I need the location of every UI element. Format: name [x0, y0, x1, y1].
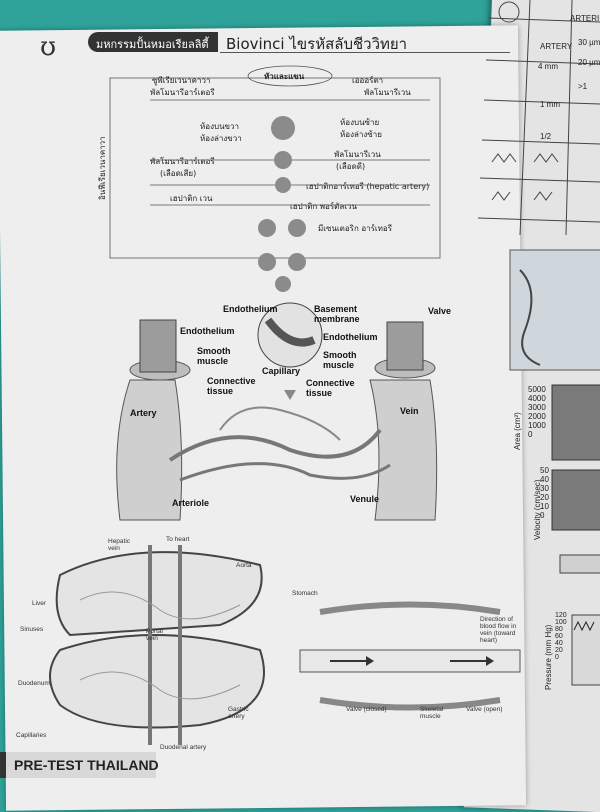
right-val-20: 20 µm: [578, 58, 600, 67]
pressure-tick: 40: [555, 640, 563, 647]
valve-closed-label: Valve (closed): [346, 706, 387, 713]
pressure-tick: 100: [555, 619, 567, 626]
velocity-tick: 10: [540, 502, 549, 511]
skeletal-muscle-label: Skeletal muscle: [420, 706, 444, 720]
hepatic-vein-label: เฮปาติก เวน: [170, 194, 213, 203]
footer-text: PRE-TEST THAILAND: [14, 757, 159, 773]
velocity-tick: 0: [540, 511, 545, 520]
pressure-tick: 120: [555, 612, 567, 619]
endothelium-top-label: Endothelium: [223, 304, 278, 314]
page-title: Biovinci ไขรหัสลับชีววิทยา: [226, 35, 408, 53]
header-divider: [220, 52, 510, 53]
pressure-axis-label: Pressure (mm Hg): [544, 624, 553, 690]
right-table: [477, 0, 600, 236]
capillaries-label: Capillaries: [16, 732, 47, 739]
vessel-illustration: [116, 302, 438, 521]
area-tick: 4000: [528, 394, 546, 403]
left-ventricle-label: ห้องล่างซ้าย: [340, 130, 382, 139]
area-tick: 5000: [528, 385, 546, 394]
logo-icon: ʊ: [40, 32, 57, 62]
aorta-label: เอออร์ตา: [352, 76, 384, 85]
area-ticks: 5000 4000 3000 2000 1000 0: [528, 385, 546, 439]
velocity-ticks: 50 40 30 20 10 0: [540, 466, 549, 520]
portal-vein-label: Portal vein: [146, 628, 163, 642]
duodenum-label: Duodenum: [18, 680, 50, 687]
header-bar: [88, 32, 218, 52]
endothelium-right-label: Endothelium: [323, 332, 378, 342]
area-tick: 0: [528, 430, 533, 439]
header-tag: มหกรรมปั้นหมอเรียลลิตี้: [96, 38, 209, 51]
aorta-liver-label: Aorta: [236, 562, 252, 569]
area-axis-label: Area (cm²): [513, 412, 522, 450]
deoxygenated-label: (เลือดเสีย): [160, 169, 197, 178]
right-val-1mm: 1 mm: [540, 100, 560, 109]
right-val-half: 1/2: [540, 132, 552, 141]
right-arteri-header: ARTERI: [570, 14, 600, 23]
venule-label: Venule: [350, 494, 380, 504]
basement-membrane-label: Basement membrane: [314, 304, 360, 324]
right-val-30: 30 µm: [578, 38, 600, 47]
right-atrium-label: ห้องบนขวา: [200, 122, 239, 131]
hepatic-vein-liver-label: Hepatic vein: [108, 538, 131, 552]
valve-illustration: [299, 601, 521, 711]
valve-open-label: Valve (open): [466, 706, 503, 713]
pressure-tick: 60: [555, 633, 563, 640]
footer-bar: [0, 752, 156, 778]
smooth-muscle-left-label: Smooth muscle: [197, 346, 231, 366]
organ-icons: [258, 116, 306, 292]
pressure-tick: 80: [555, 626, 563, 633]
pulmonary-artery-top-label: พัลโมนารีอาร์เตอรี: [150, 88, 215, 97]
area-tick: 1000: [528, 421, 546, 430]
velocity-tick: 50: [540, 466, 549, 475]
pulmonary-vein-top-label: พัลโมนารีเวน: [364, 88, 411, 97]
velocity-tick: 30: [540, 484, 549, 493]
capillary-label: Capillary: [262, 366, 301, 376]
stomach-label: Stomach: [292, 590, 318, 597]
valve-label: Valve: [428, 306, 452, 316]
pulmonary-vein-label: พัลโมนารีเวน: [334, 150, 381, 159]
area-tick: 3000: [528, 403, 546, 412]
pressure-tick: 0: [555, 654, 559, 661]
liver-illustration: [49, 545, 265, 745]
arteriole-label: Arteriole: [172, 498, 210, 508]
artery-label: Artery: [130, 408, 157, 418]
hepatic-portal-vein-label: เฮปาติก พอร์ตัลเวน: [290, 202, 357, 211]
head-arms-label: หัวและแขน: [264, 72, 305, 81]
pressure-ticks: 120 100 80 60 40 20 0: [555, 612, 567, 661]
connective-left-label: Connective tissue: [207, 376, 256, 396]
liver-label: Liver: [32, 600, 47, 607]
area-tick: 2000: [528, 412, 546, 421]
duodenal-artery-label: Duodenal artery: [160, 744, 207, 751]
superior-vena-cava-label: ซูพีเรียเวนาคาวา: [152, 76, 211, 85]
right-ventricle-label: ห้องล่างขวา: [200, 134, 242, 143]
connective-right-label: Connective tissue: [306, 378, 355, 398]
velocity-tick: 40: [540, 475, 549, 484]
hepatic-artery-label: เฮปาติกอาร์เทอรี (hepatic artery): [306, 182, 430, 191]
gastric-artery-label: Gastric artery: [228, 706, 249, 720]
endothelium-left-label: Endothelium: [180, 326, 235, 336]
inferior-vena-cava-label: อินฟีเรียเวนาคาวา: [98, 136, 107, 200]
pulmonary-artery-label: พัลโมนารีอาร์เตอรี: [150, 157, 215, 166]
right-charts: [509, 249, 600, 686]
left-atrium-label: ห้องบนซ้าย: [340, 118, 380, 127]
mesenteric-artery-label: มีเซนเตอริก อาร์เทอรี: [318, 224, 393, 233]
sinuses-label: Sinuses: [20, 626, 44, 633]
pressure-tick: 20: [555, 647, 563, 654]
oxygenated-label: (เลือดดี): [336, 162, 366, 171]
to-heart-label: To heart: [166, 536, 190, 543]
velocity-tick: 20: [540, 493, 549, 502]
right-artery-header: ARTERY: [540, 42, 573, 51]
smooth-muscle-right-label: Smooth muscle: [323, 350, 357, 370]
vein-label: Vein: [400, 406, 419, 416]
right-val-4mm: 4 mm: [538, 62, 558, 71]
direction-label: Direction of blood flow in vein (toward …: [480, 616, 517, 644]
right-val-gt1: >1: [578, 82, 588, 91]
